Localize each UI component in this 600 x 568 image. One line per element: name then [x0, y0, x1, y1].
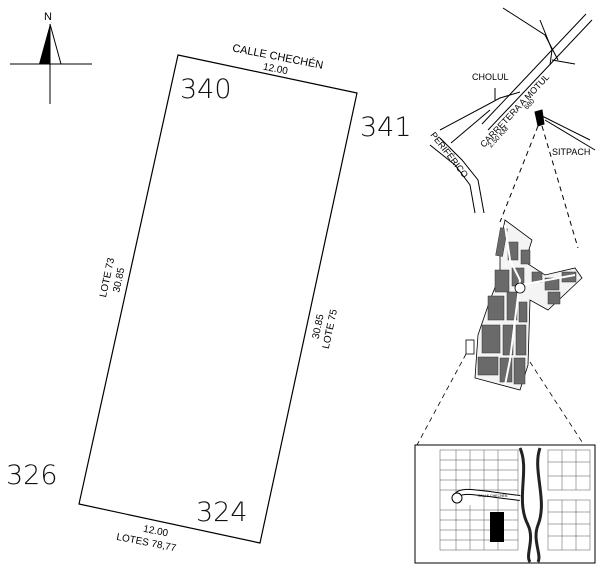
detail-map: CALLE CHECHÉN	[414, 444, 596, 564]
left-length-label: 30.85	[111, 266, 127, 293]
lot-boundary	[78, 54, 358, 544]
motul-road-line-2	[481, 13, 587, 125]
lot-number-341: 341	[360, 112, 412, 143]
periferico-line-2	[439, 137, 485, 214]
top-length-label: 12.00	[262, 62, 289, 78]
lot-number-324: 324	[196, 497, 248, 528]
road-north	[502, 7, 559, 61]
periferico-line-1	[429, 144, 476, 214]
north-arrow: N	[10, 11, 92, 104]
location-map-labels: CHOLUL CARRETERA A MOTUL 2.50 KM 680 PER…	[428, 72, 590, 180]
detail-street-label: CALLE CHECHÉN	[478, 493, 508, 498]
lot-number-326: 326	[6, 460, 58, 491]
motul-road-line-1	[487, 19, 593, 131]
cholul-label: CHOLUL	[472, 72, 509, 82]
north-arrow-icon	[39, 24, 50, 64]
location-map	[429, 7, 596, 249]
sitpach-label: SITPACH	[552, 147, 590, 157]
right-length-label: 30.85	[311, 313, 327, 340]
bottom-length-label: 12.00	[142, 524, 169, 540]
subdivision-map	[416, 219, 585, 446]
highlighted-lot	[490, 512, 504, 542]
north-label: N	[44, 11, 52, 23]
periferico-label: PERIFÉRICO	[428, 130, 470, 180]
sitpach-road	[539, 114, 591, 141]
site-marker	[534, 109, 545, 127]
lot-plan: CALLE CHECHÉN 12.00 12.00 LOTES 78,77 LO…	[6, 41, 412, 554]
lot-number-340: 340	[180, 74, 232, 105]
detail-frame	[414, 444, 596, 564]
